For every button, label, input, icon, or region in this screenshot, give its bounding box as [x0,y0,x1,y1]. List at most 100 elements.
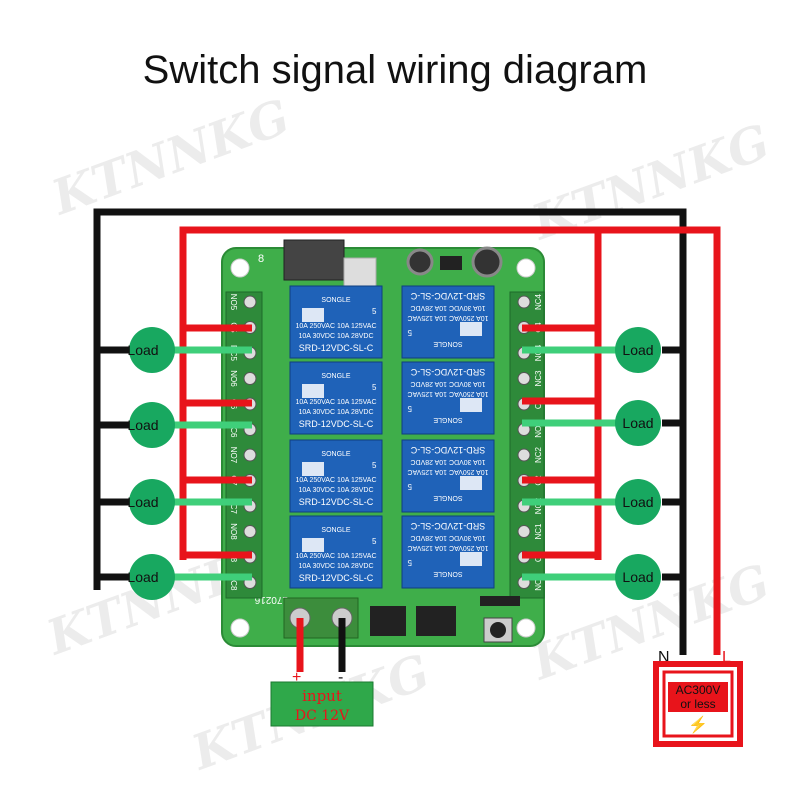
load-label: Load [622,569,653,585]
load-label: Load [127,417,158,433]
relay-text: 10A 250VAC 10A 125VAC [407,390,488,397]
lightning-icon: ⚡ [688,715,708,734]
load-icon [615,554,661,600]
plus-label: + [292,669,301,686]
terminal-block-left [225,291,263,599]
relay-pin-label: 5 [372,537,377,546]
load-circuit-left: Load [97,476,252,525]
terminal-screw [243,295,257,309]
load-icon [129,554,175,600]
relay-text: 10A 250VAC 10A 125VAC [407,314,488,321]
load-circuit-left: Load [97,551,252,600]
relay-text: SRD-12VDC-SL-C [299,497,374,507]
ic-chip [416,606,456,636]
relay-text: 10A 30VDC 10A 28VDC [298,333,373,340]
relay-text: SONGLE [433,494,463,501]
load-label: Load [127,569,158,585]
relay-pin-label: 5 [372,307,377,316]
load-label: Load [622,494,653,510]
relay-text: SRD-12VDC-SL-C [410,367,485,377]
ac-voltage-label: AC300V [676,683,721,697]
load-circuit-left: Load [97,324,252,373]
terminal-label: NO2 [534,497,543,514]
load-circuit-right: Load [522,551,683,600]
load-icon [129,402,175,448]
terminal-label: NO5 [229,294,238,311]
relay-text: 10A 30VDC 10A 28VDC [410,380,485,387]
relay-text: SONGLE [321,451,351,458]
terminal-screw [517,372,531,385]
relay-text: SRD-12VDC-SL-C [410,521,485,531]
terminal-screw [243,448,257,462]
terminal-screw [517,448,531,462]
load-icon [129,479,175,525]
load-icon [615,400,661,446]
load-circuit-right: Load [522,324,683,373]
rf-module [283,239,345,281]
relay-text: SONGLE [321,527,351,534]
capacitor [406,248,434,276]
load-label: Load [127,494,158,510]
relay-text: 10A 30VDC 10A 28VDC [298,563,373,570]
red-bus-wire [179,226,721,655]
relay-pin-label: 5 [372,383,377,392]
page-title: Switch signal wiring diagram [142,48,648,92]
load-circuit-right: Load [522,476,683,525]
relay-pin-label: 5 [407,558,412,567]
n-label: N [658,649,670,666]
relay-text: 10A 250VAC 10A 125VAC [295,323,376,330]
load-icon [615,479,661,525]
relay-text: SRD-12VDC-SL-C [410,445,485,455]
relay-pin-label: 5 [407,404,412,413]
relay-text: SONGLE [321,373,351,380]
black-bus-wire [93,208,687,655]
relay: SONGLE 10A 250VAC 10A 125VAC 10A 30VDC 10A… [289,285,383,359]
terminal-label: NC1 [534,523,543,540]
relay: SONGLE 10A 250VAC 10A 125VAC 10A 30VDC 10A… [289,515,383,589]
relay: SONGLE 10A 250VAC 10A 125VAC 10A 30VDC 10A… [401,515,495,589]
input-voltage-label: DC 12V [295,708,350,724]
capacitor [471,246,503,278]
board-label-top: 8 [258,253,264,265]
relay-text: SONGLE [433,570,463,577]
relay-text: 10A 250VAC 10A 125VAC [407,468,488,475]
terminal-label: NO8 [229,523,238,540]
ic-chip [370,606,406,636]
relay-text: SONGLE [321,297,351,304]
terminal-label: NC2 [534,446,543,463]
relay-text: SONGLE [433,340,463,347]
terminal-label: NO3 [534,421,543,438]
board-label-bottom: 170216 [254,594,288,605]
relay-board: 8 170216 SONGLE 10A 250VAC 10A 125VAC 10A … [221,239,545,647]
input-label: input [302,687,342,705]
load-circuit-right: Load [522,397,683,446]
relay-text: 10A 250VAC 10A 125VAC [295,553,376,560]
load-label: Load [622,415,653,431]
relay-text: SONGLE [433,416,463,423]
terminal-label: NC8 [229,574,238,591]
load-circuit-left: Load [97,399,252,448]
ac-source: N L AC300V or less ⚡ [653,649,743,747]
terminal-label: NO1 [534,574,543,591]
minus-label: - [338,669,343,686]
relay-text: 10A 250VAC 10A 125VAC [407,544,488,551]
terminal-label: NO6 [229,370,238,387]
relay-text: 10A 30VDC 10A 28VDC [410,534,485,541]
load-label: Load [127,342,158,358]
terminal-label: NC4 [534,293,543,310]
terminal-label: NC3 [534,370,543,387]
relay-text: 10A 30VDC 10A 28VDC [410,458,485,465]
relay-pin-label: 5 [407,328,412,337]
terminal-label: NO7 [229,447,238,464]
relay-text: 10A 30VDC 10A 28VDC [298,409,373,416]
ac-note-label: or less [680,697,715,711]
power-input-wires: + - input DC 12V [270,618,374,727]
relay-text: SRD-12VDC-SL-C [299,419,374,429]
terminal-screw [243,525,257,538]
terminal-screw [517,295,531,309]
relay-pin-label: 5 [372,461,377,470]
